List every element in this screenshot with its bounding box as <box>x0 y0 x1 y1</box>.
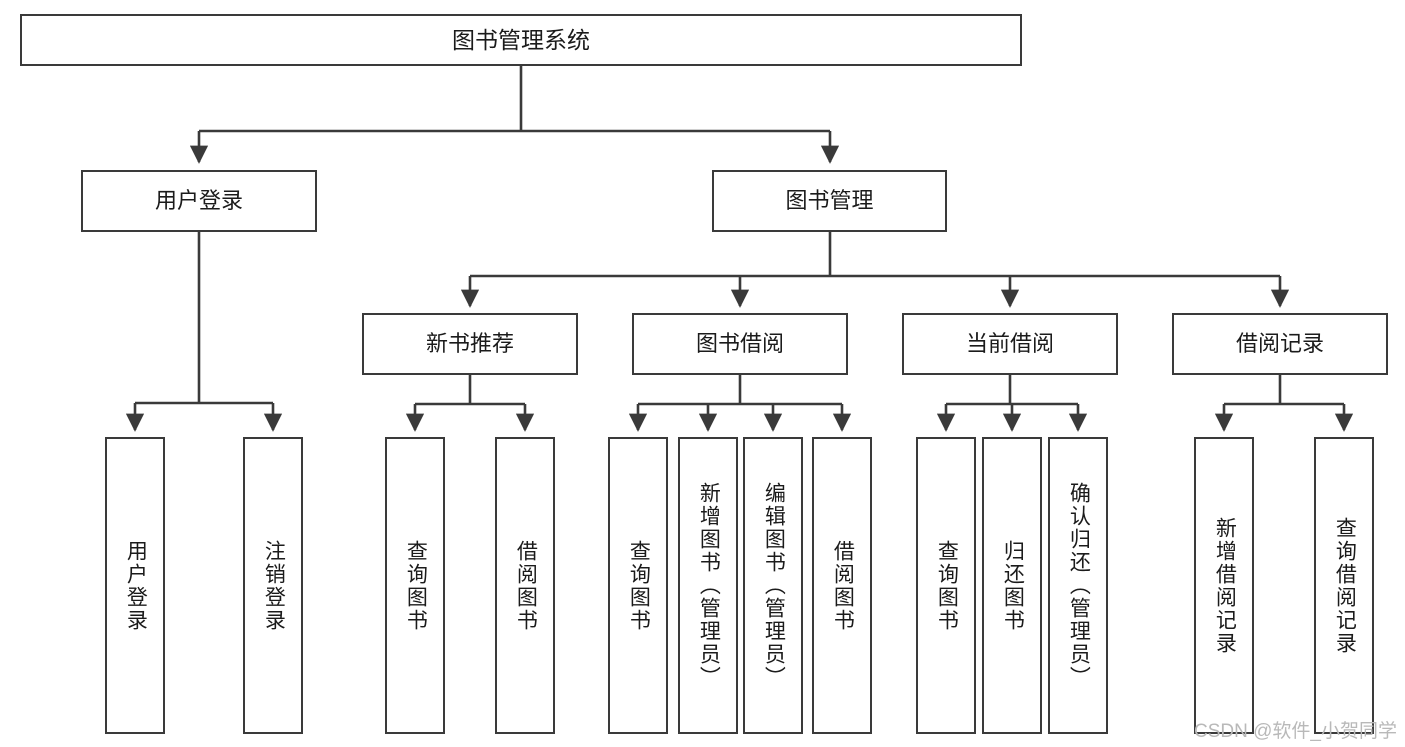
node-label: 查询图书 <box>404 539 428 632</box>
node-label: 借阅图书 <box>514 539 538 632</box>
node-leaf-query-book-1[interactable]: 查询图书 <box>385 437 445 734</box>
node-label: 用户登录 <box>124 539 148 632</box>
node-user-login[interactable]: 用户登录 <box>81 170 317 232</box>
node-leaf-borrow-book-2[interactable]: 借阅图书 <box>812 437 872 734</box>
node-label: 借阅记录 <box>1235 331 1324 357</box>
node-label: 查询图书 <box>935 539 959 632</box>
node-label: 新增图书（管理员） <box>697 482 721 689</box>
node-leaf-add-book[interactable]: 新增图书（管理员） <box>678 437 738 734</box>
node-leaf-confirm-return[interactable]: 确认归还（管理员） <box>1048 437 1108 734</box>
node-leaf-user-login[interactable]: 用户登录 <box>105 437 165 734</box>
node-label: 查询图书 <box>627 539 651 632</box>
node-label: 新书推荐 <box>425 331 514 357</box>
node-current-borrow[interactable]: 当前借阅 <box>902 313 1118 375</box>
node-leaf-add-record[interactable]: 新增借阅记录 <box>1194 437 1254 734</box>
node-label: 确认归还（管理员） <box>1067 482 1091 689</box>
node-label: 新增借阅记录 <box>1213 516 1237 655</box>
node-new-book-recommend[interactable]: 新书推荐 <box>362 313 578 375</box>
node-leaf-logout-login[interactable]: 注销登录 <box>243 437 303 734</box>
node-label: 归还图书 <box>1001 539 1025 632</box>
node-leaf-query-book-2[interactable]: 查询图书 <box>608 437 668 734</box>
node-root-system[interactable]: 图书管理系统 <box>20 14 1022 66</box>
node-label: 编辑图书（管理员） <box>762 482 786 689</box>
node-leaf-borrow-book-1[interactable]: 借阅图书 <box>495 437 555 734</box>
node-leaf-edit-book[interactable]: 编辑图书（管理员） <box>743 437 803 734</box>
node-leaf-query-book-3[interactable]: 查询图书 <box>916 437 976 734</box>
node-label: 借阅图书 <box>831 539 855 632</box>
node-book-management[interactable]: 图书管理 <box>712 170 947 232</box>
node-label: 图书借阅 <box>695 331 784 357</box>
node-label: 查询借阅记录 <box>1333 516 1357 655</box>
node-label: 图书管理系统 <box>452 26 590 53</box>
node-label: 当前借阅 <box>965 331 1054 357</box>
node-label: 图书管理 <box>785 188 874 214</box>
node-label: 用户登录 <box>154 188 243 214</box>
node-leaf-query-record[interactable]: 查询借阅记录 <box>1314 437 1374 734</box>
node-borrow-record[interactable]: 借阅记录 <box>1172 313 1388 375</box>
node-leaf-return-book[interactable]: 归还图书 <box>982 437 1042 734</box>
watermark: CSDN @软件_小贺同学 <box>1194 721 1397 742</box>
node-book-borrow[interactable]: 图书借阅 <box>632 313 848 375</box>
node-label: 注销登录 <box>262 539 286 632</box>
